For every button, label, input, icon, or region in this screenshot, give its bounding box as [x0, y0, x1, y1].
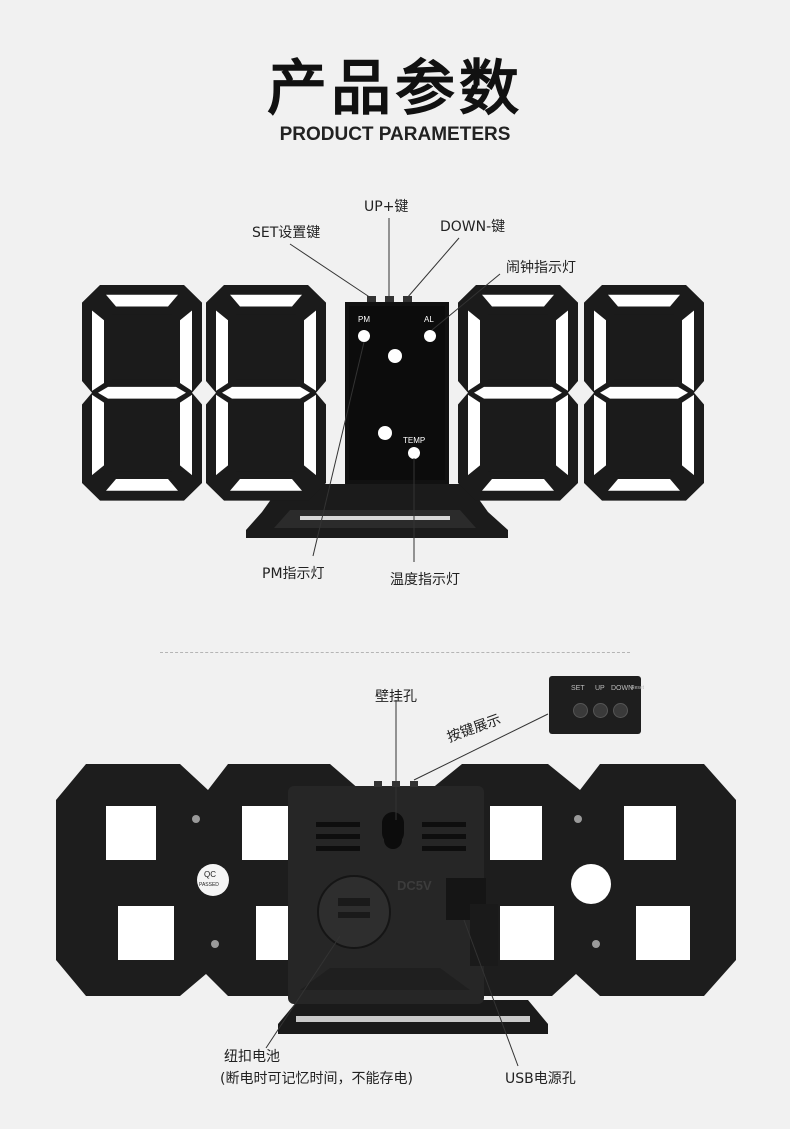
alarm-led-label: 闹钟指示灯	[506, 260, 576, 276]
battery-note-label: (断电时可记忆时间，不能存电)	[220, 1071, 413, 1087]
digit-3	[458, 285, 578, 501]
digit-1	[82, 285, 202, 501]
inset-reset-label: Reset	[631, 685, 645, 691]
battery-label: 纽扣电池	[224, 1049, 280, 1065]
section-divider	[160, 652, 630, 653]
digit-4	[584, 285, 704, 501]
inset-up-button	[593, 703, 608, 718]
svg-text:QC: QC	[204, 870, 216, 879]
page-subtitle: PRODUCT PARAMETERS	[279, 124, 511, 145]
pm-text: PM	[358, 315, 370, 324]
al-text: AL	[424, 315, 434, 324]
button-inset: SET UP DOWN Reset	[549, 676, 645, 734]
up-key-label: UP+键	[364, 199, 409, 215]
usb-port-label: USB电源孔	[505, 1071, 576, 1087]
set-key-label: SET设置键	[252, 225, 321, 241]
page-title: 产品参数	[267, 54, 523, 124]
inset-set-button	[573, 703, 588, 718]
qc-sticker	[197, 864, 229, 896]
digit-2	[206, 285, 326, 501]
button-display-label: 按键展示	[445, 711, 504, 746]
inset-up-label: UP	[595, 685, 605, 692]
wall-hole-label: 壁挂孔	[375, 689, 417, 705]
back-plate	[288, 786, 484, 1004]
svg-text:DC5V: DC5V	[397, 878, 432, 893]
inset-down-button	[613, 703, 628, 718]
temp-led	[408, 447, 420, 459]
inset-set-label: SET	[571, 685, 585, 692]
pm-led	[358, 330, 370, 342]
al-led	[424, 330, 436, 342]
temp-text: TEMP	[403, 436, 425, 445]
svg-text:PASSED: PASSED	[199, 882, 219, 888]
pm-led-label: PM指示灯	[262, 566, 325, 582]
front-clock-illustration: PM AL TEMP	[82, 218, 704, 562]
battery-cover	[317, 875, 391, 949]
down-key-label: DOWN-键	[440, 219, 506, 235]
inset-down-label: DOWN	[611, 685, 634, 692]
temp-led-label: 温度指示灯	[390, 572, 460, 588]
